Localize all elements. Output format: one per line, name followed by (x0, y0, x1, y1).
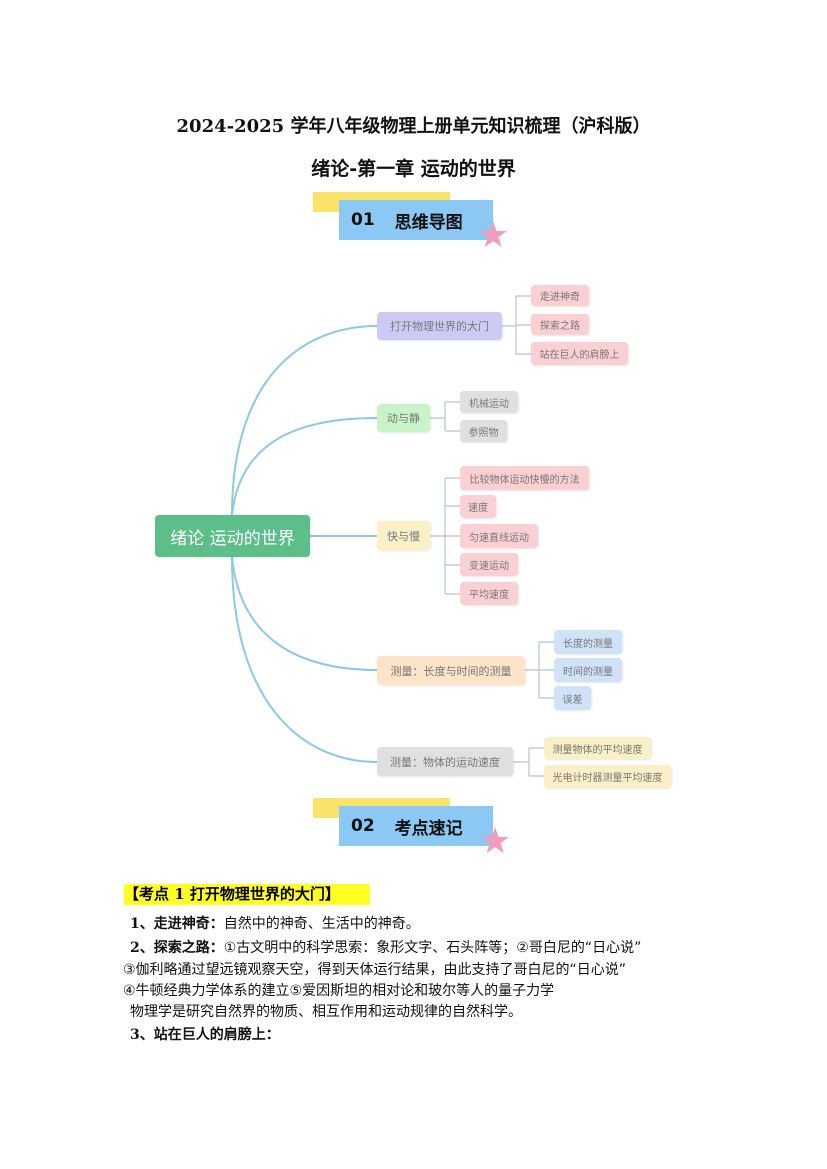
section-number: 01 (351, 210, 375, 230)
section-label: 思维导图 (394, 212, 463, 233)
kaodian-heading: 【考点 1 打开物理世界的大门】 (124, 884, 370, 905)
leaf-node: 匀速直线运动 (460, 524, 538, 548)
leaf-node: 长度的测量 (554, 630, 622, 654)
text-line: 2、探索之路：①古文明中的科学思索：象形文字、石头阵等；②哥白尼的“日心说” (130, 940, 642, 956)
text-line: 物理学是研究自然界的物质、相互作用和运动规律的自然科学。 (130, 1004, 522, 1020)
leaf-node: 参照物 (460, 420, 507, 442)
text-line: 1、走进神奇：自然中的神奇、生活中的神奇。 (130, 916, 420, 932)
leaf-node: 时间的测量 (554, 658, 622, 682)
chapter-subtitle: 绪论-第一章 运动的世界 (311, 158, 516, 180)
branch-node: 测量：物体的运动速度 (377, 747, 513, 776)
leaf-node: 站在巨人的肩膀上 (531, 342, 628, 365)
leaf-node: 变速运动 (460, 553, 518, 576)
leaf-node: 速度 (460, 495, 496, 518)
star-icon: ★ (477, 215, 510, 256)
branch-node: 快与慢 (377, 521, 430, 550)
section-label: 考点速记 (394, 818, 463, 839)
leaf-node: 比较物体运动快慢的方法 (460, 466, 589, 490)
text-line: ③伽利略通过望远镜观察天空，得到天体运行结果，由此支持了哥白尼的“日心说” (123, 962, 627, 978)
text-line: 3、站在巨人的肩膀上： (130, 1027, 280, 1043)
leaf-node: 平均速度 (460, 582, 518, 605)
leaf-node: 机械运动 (460, 391, 518, 413)
star-icon: ★ (479, 821, 512, 862)
document-title: 2024-2025 学年八年级物理上册单元知识梳理（沪科版） (176, 116, 651, 137)
leaf-node: 走进神奇 (531, 285, 589, 306)
leaf-node: 测量物体的平均速度 (544, 737, 651, 759)
leaf-node: 误差 (554, 686, 591, 710)
section-number: 02 (351, 816, 375, 836)
branch-node: 测量：长度与时间的测量 (377, 656, 525, 685)
mindmap-center-node: 绪论 运动的世界 (155, 515, 310, 557)
leaf-node: 探索之路 (531, 314, 589, 335)
text-line: ④牛顿经典力学体系的建立⑤爱因斯坦的相对论和玻尔等人的量子力学 (123, 983, 555, 999)
branch-node: 打开物理世界的大门 (377, 312, 502, 340)
leaf-node: 光电计时器测量平均速度 (544, 765, 671, 788)
branch-node: 动与静 (377, 404, 430, 432)
